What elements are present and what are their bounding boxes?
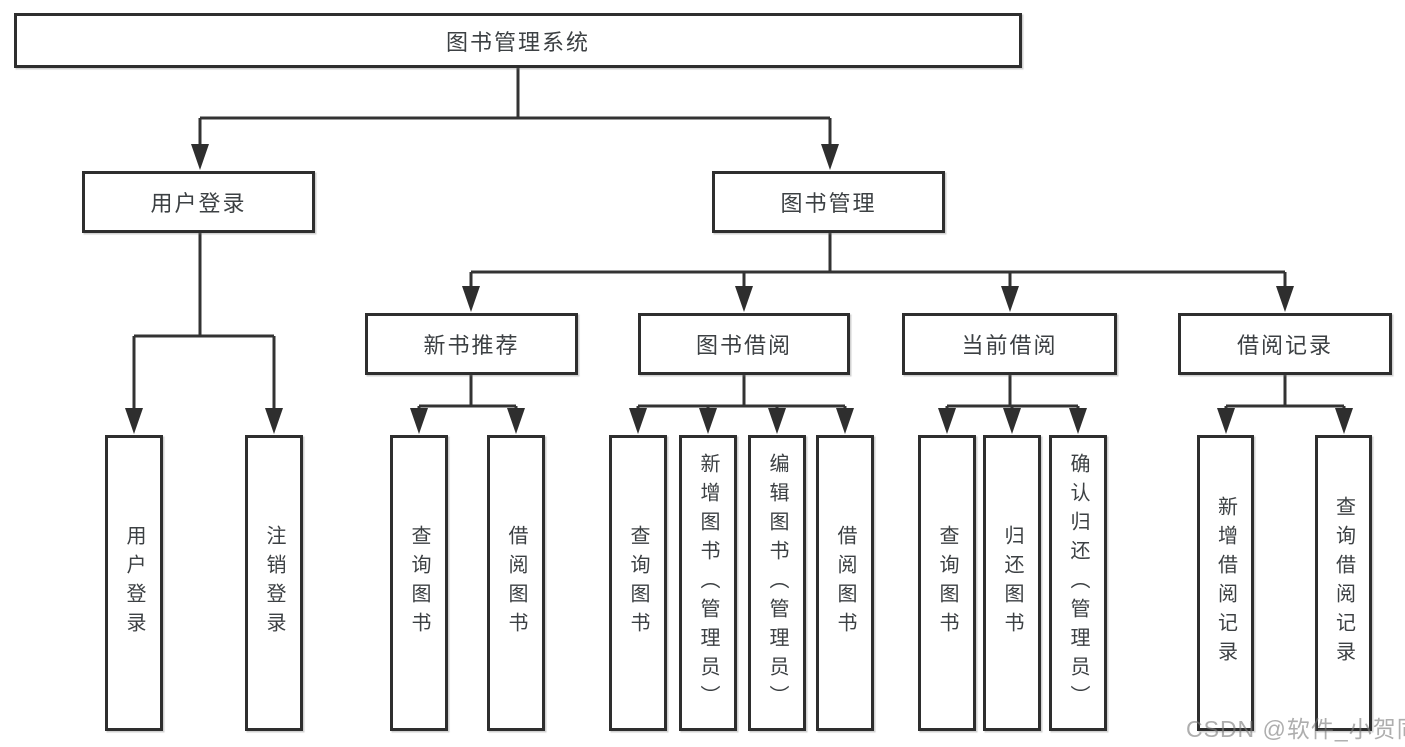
node-book-management: 图书管理	[712, 171, 945, 233]
leaf-label: 借阅图书	[834, 525, 856, 641]
connector-user-login-children	[132, 233, 276, 410]
node-book-borrowing: 图书借阅	[638, 313, 850, 375]
leaf-label: 查询图书	[408, 525, 430, 641]
leaf-borrow-books-recommend: 借阅图书	[487, 435, 545, 731]
leaf-user-login: 用户登录	[105, 435, 163, 731]
leaf-label: 借阅图书	[505, 525, 527, 641]
leaf-return-books: 归还图书	[983, 435, 1041, 731]
node-current-borrowing: 当前借阅	[902, 313, 1117, 375]
leaf-label: 查询图书	[936, 525, 958, 641]
leaf-query-books-current: 查询图书	[918, 435, 976, 731]
leaf-query-borrow-record: 查询借阅记录	[1315, 435, 1372, 731]
watermark-text: CSDN @软件_小贺同学	[1186, 716, 1405, 742]
leaf-borrow-books: 借阅图书	[816, 435, 874, 731]
connector-root-to-level2	[198, 68, 832, 146]
leaf-label: 用户登录	[123, 525, 145, 641]
leaf-query-books-borrowing: 查询图书	[609, 435, 667, 731]
leaf-label: 注销登录	[263, 525, 285, 641]
node-new-book-recommend: 新书推荐	[365, 313, 578, 375]
leaf-add-books-admin: 新增图书（管理员）	[679, 435, 737, 731]
connector-new-book-children	[417, 375, 518, 412]
leaf-label: 查询借阅记录	[1332, 496, 1355, 670]
leaf-label: 查询图书	[627, 525, 649, 641]
leaf-confirm-return-admin: 确认归还（管理员）	[1049, 435, 1107, 731]
leaf-add-borrow-record: 新增借阅记录	[1197, 435, 1254, 731]
leaf-label: 编辑图书（管理员）	[766, 452, 788, 714]
node-borrowing-records: 借阅记录	[1178, 313, 1392, 375]
node-root-system: 图书管理系统	[14, 13, 1022, 68]
connector-current-borrow-children	[945, 375, 1080, 412]
node-user-login: 用户登录	[82, 171, 315, 233]
leaf-label: 新增图书（管理员）	[697, 452, 719, 714]
connector-book-mgmt-children	[469, 233, 1287, 288]
connector-book-borrow-children	[636, 375, 847, 412]
connector-borrow-record-children	[1224, 375, 1346, 412]
leaf-logout-login: 注销登录	[245, 435, 303, 731]
leaf-label: 归还图书	[1001, 525, 1023, 641]
leaf-edit-books-admin: 编辑图书（管理员）	[748, 435, 806, 731]
leaf-label: 新增借阅记录	[1214, 496, 1237, 670]
leaf-query-books-recommend: 查询图书	[390, 435, 448, 731]
leaf-label: 确认归还（管理员）	[1067, 452, 1089, 714]
